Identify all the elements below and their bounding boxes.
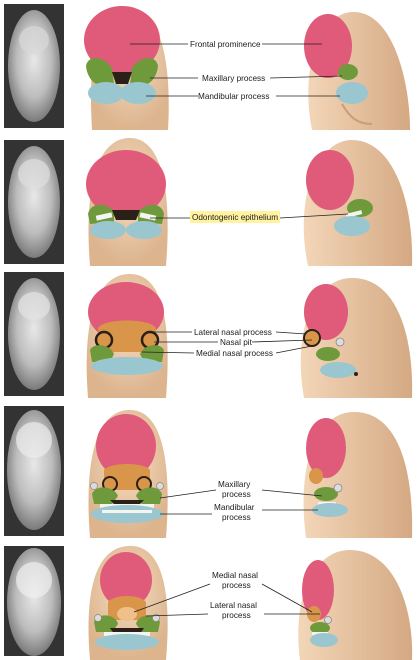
frontal-view-1-mandibular-process-right [120,82,156,104]
side-view-4-eye [333,483,343,493]
embryo-photo-2-detail [18,159,50,189]
stage-row-2: Odontogenic epithelium [4,137,413,266]
leader-maxillary4-right [261,489,323,497]
leader-medial-nasal-right [275,345,313,354]
label-frontal-prominence: Frontal prominence [190,40,261,49]
side-view-1-neck [341,103,373,125]
side-view-1-maxillary-process [338,64,358,80]
frontal-view-2-maxillary-process [88,204,164,224]
label-maxillary-line1: Maxillary [218,480,251,489]
frontal-view-2-frontal-prominence [86,150,166,218]
frontal-view-3-lateral-nasal-process [98,320,156,352]
frontal-view-4-mandibular-process [91,505,163,523]
side-view-3-maxillary-process [316,347,340,361]
label-odontogenic-epithelium: Odontogenic epithelium [192,213,278,222]
side-view-2-frontal-prominence [306,150,354,210]
side-view-3-lateral-nasal-process [303,329,321,347]
side-view-2-odontogenic-epithelium [345,210,363,218]
leader-medial-nasal-left [141,351,195,354]
frontal-view-2-mandibular-process-left [90,221,126,239]
side-view-3-eye [335,337,345,347]
frontal-view-5-maxillary-process [94,615,160,632]
label-lateral-nasal-process: Lateral nasal process [194,328,272,337]
frontal-view-5-eye-right [152,614,160,622]
frontal-view-3-maxillary-process [90,345,164,362]
leader-maxillary-right [269,75,343,79]
side-view-3-frontal-prominence [304,284,348,340]
label-mandibular-process: Mandibular process [198,92,269,101]
leader-odontogenic-right [279,213,349,219]
side-view-5-eye [324,616,332,624]
side-view-5-mandibular-process [310,633,338,647]
frontal-view-1-mandibular-process-left [88,82,124,104]
frontal-view-1-maxillary-process [86,57,158,87]
label-nasal-pit: Nasal pit [220,338,253,347]
frontal-view-2-odontogenic-epithelium-right [139,212,157,221]
side-view-5-frontal-prominence [302,560,334,620]
leader-lateral-nasal5-left [145,613,209,617]
frontal-view-4-eye-left [90,482,98,490]
embryo-photo-1-detail [19,26,49,54]
label-maxillary-line2: process [222,490,251,499]
side-view-4-lateral-nasal-process [309,468,323,484]
embryo-photo-5-detail [16,562,52,598]
frontal-view-1-stomodeum [112,72,132,84]
label-odontogenic-highlight [190,211,280,223]
label-lateral-nasal-line1: Lateral nasal [210,601,257,610]
stage-row-1: Frontal prominence Maxillary process Man… [4,4,410,130]
frontal-view-2-stomodeum [112,210,140,220]
frontal-view-4-dental-lamina-lower [102,510,152,513]
label-mandibular-line2: process [222,513,251,522]
side-view-3-ear-pit [354,372,358,376]
frontal-view-4-maxillary-process [92,487,162,504]
leader-maxillary4-left [159,489,217,499]
frontal-view-2-odontogenic-epithelium-left [95,212,113,221]
frontal-view-5-medial-nasal-process [117,607,137,621]
side-view-4-maxillary-process [314,487,338,501]
label-maxillary-process: Maxillary process [202,74,265,83]
stage-row-4: Maxillary process Mandibular process [4,406,413,538]
frontal-view-1-frontal-prominence [84,6,160,74]
leader-medial-nasal5-left [133,583,211,613]
side-view-2-mandibular-process [334,216,370,236]
frontal-view-3-mandibular-process [91,357,163,375]
label-lateral-nasal-line2: process [222,611,251,620]
stage-row-3: Lateral nasal process Nasal pit Medial n… [4,272,413,398]
frontal-view-5-mandibular-process [95,634,159,650]
embryo-photo-4-detail [16,422,52,458]
label-medial-nasal-process: Medial nasal process [196,349,273,358]
leader-nasal-pit-right [251,339,313,343]
frontal-view-5-eye-left [94,614,102,622]
label-medial-nasal-line1: Medial nasal [212,571,258,580]
frontal-view-2-mandibular-process-right [126,221,162,239]
leader-medial-nasal5-right [261,583,313,613]
frontal-view-4-eye-right [156,482,164,490]
embryo-photo-3-detail [18,292,50,320]
frontal-view-5-frontal-prominence [100,552,152,608]
frontal-view-4-frontal-prominence [96,414,156,478]
side-view-5-maxillary-process [310,622,330,634]
side-view-1-mandibular-process [336,82,368,104]
side-view-1-frontal-prominence [304,14,352,78]
label-mandibular-line1: Mandibular [214,503,255,512]
leader-lateral-nasal-right [275,331,307,335]
side-view-3-mandibular-process [320,362,356,378]
side-view-4-frontal-prominence [306,418,346,478]
label-medial-nasal-line2: process [222,581,251,590]
side-view-4-mandibular-process [312,503,348,517]
stage-row-5: Medial nasal process Lateral nasal proce… [4,545,413,660]
